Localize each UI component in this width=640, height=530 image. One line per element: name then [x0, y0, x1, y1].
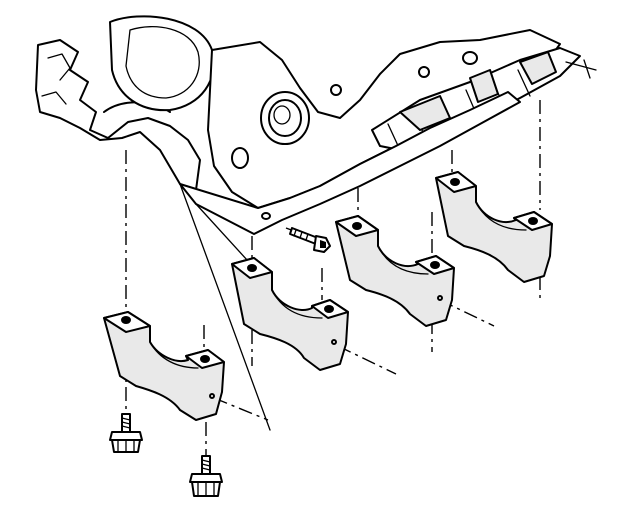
vertical-bolt-2 [189, 455, 223, 497]
bearing-cap-4 [435, 171, 553, 283]
bearing-cap-3 [335, 215, 455, 327]
side-bolt [289, 227, 331, 253]
bearing-cap-1 [103, 311, 225, 421]
vertical-bolt-1 [109, 413, 143, 453]
engine-block [35, 15, 597, 235]
bearing-cap-2 [231, 257, 349, 371]
